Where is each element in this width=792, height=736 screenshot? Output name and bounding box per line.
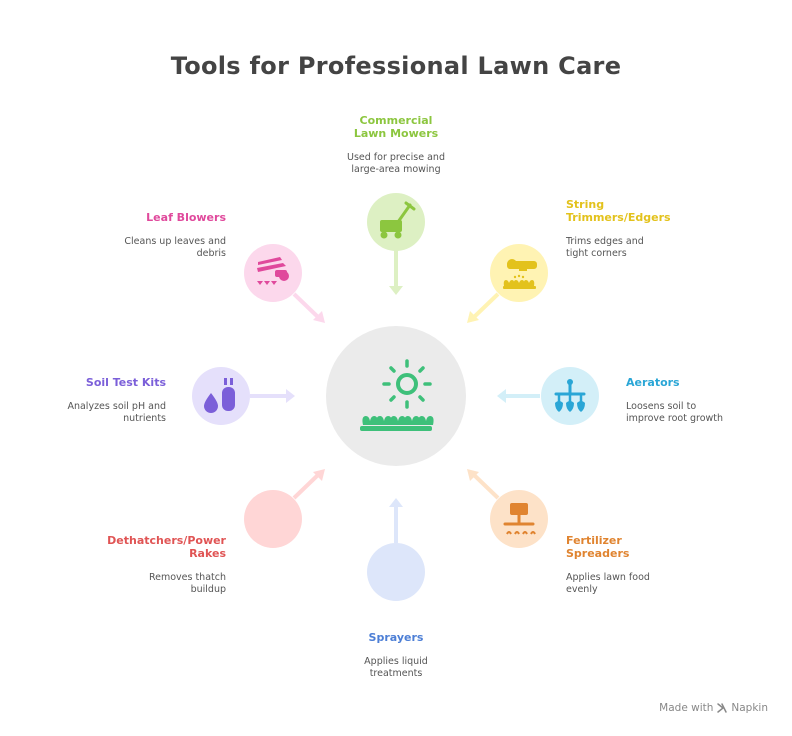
node-sprayers <box>367 498 425 601</box>
dethatchers-heading-line1: Dethatchers/Power <box>107 534 226 547</box>
dethatchers-desc-line2: buildup <box>190 584 226 595</box>
sprayers-desc-line2: treatments <box>369 668 423 679</box>
aerators-heading: Aerators <box>626 376 680 389</box>
soil-desc-line1: Analyzes soil pH and <box>67 401 166 412</box>
dethatchers-heading-line2: Rakes <box>189 547 226 560</box>
aerator-icon <box>554 379 586 412</box>
fertilizer-desc-line2: evenly <box>566 584 598 595</box>
lawn-mowers-heading-line1: Commercial <box>359 114 433 127</box>
label-fertilizer-spreaders: Fertilizer Spreaders Applies lawn food e… <box>566 534 756 596</box>
node-dethatchers <box>244 469 325 548</box>
fertilizer-heading-line2: Spreaders <box>566 547 630 560</box>
napkin-logo-icon <box>717 703 728 713</box>
test-tube-icon <box>204 378 235 413</box>
napkin-brand-text: Napkin <box>731 702 768 714</box>
soil-heading: Soil Test Kits <box>85 376 166 389</box>
trimmers-heading-line2: Trimmers/Edgers <box>566 211 671 224</box>
blowers-heading: Leaf Blowers <box>146 211 226 224</box>
lawn-mowers-desc-line2: large-area mowing <box>351 164 441 175</box>
sun-grass-icon <box>360 359 434 431</box>
node-fertilizer-spreaders <box>467 469 548 548</box>
label-aerators: Aerators Loosens soil to improve root gr… <box>626 376 792 425</box>
label-sprayers: Sprayers Applies liquid treatments <box>301 631 491 680</box>
spreader-icon <box>503 503 536 535</box>
blowers-desc-line2: debris <box>196 248 226 259</box>
made-with-text: Made with <box>659 702 714 714</box>
lawn-mowers-desc-line1: Used for precise and <box>346 152 445 163</box>
label-dethatchers: Dethatchers/Power Rakes Removes thatch b… <box>36 534 226 596</box>
sprayers-desc-line1: Applies liquid <box>364 656 428 667</box>
aerators-desc-line1: Loosens soil to <box>626 401 697 412</box>
soil-desc-line2: nutrients <box>123 413 166 424</box>
lawn-mower-icon <box>380 201 416 239</box>
fertilizer-heading-line1: Fertilizer <box>566 534 622 547</box>
blowers-desc-line1: Cleans up leaves and <box>124 236 226 247</box>
label-string-trimmers: String Trimmers/Edgers Trims edges and t… <box>566 198 756 260</box>
node-string-trimmers <box>467 244 548 323</box>
footer-attribution[interactable]: Made with Napkin <box>659 702 768 714</box>
label-lawn-mowers: Commercial Lawn Mowers Used for precise … <box>301 114 491 176</box>
aerators-desc-line2: improve root growth <box>626 413 724 424</box>
hub-circle <box>326 326 466 466</box>
node-leaf-blowers <box>244 244 325 323</box>
leaf-blower-icon <box>257 257 289 285</box>
trimmers-desc-line1: Trims edges and <box>566 236 644 247</box>
lawn-mowers-heading-line2: Lawn Mowers <box>353 127 439 140</box>
label-soil-test-kits: Soil Test Kits Analyzes soil pH and nutr… <box>0 376 166 425</box>
trimmers-heading-line1: String <box>566 198 605 211</box>
node-soil-test-kits <box>192 367 295 425</box>
page-title: Tools for Professional Lawn Care <box>170 52 622 80</box>
node-lawn-mowers <box>367 193 425 295</box>
dethatchers-desc-line1: Removes thatch <box>148 572 226 583</box>
fertilizer-desc-line1: Applies lawn food <box>566 572 650 583</box>
sprayers-heading: Sprayers <box>368 631 424 644</box>
string-trimmer-icon <box>503 259 537 289</box>
trimmers-desc-line2: tight corners <box>566 248 627 259</box>
label-leaf-blowers: Leaf Blowers Cleans up leaves and debris <box>36 211 226 260</box>
node-aerators <box>497 367 599 425</box>
